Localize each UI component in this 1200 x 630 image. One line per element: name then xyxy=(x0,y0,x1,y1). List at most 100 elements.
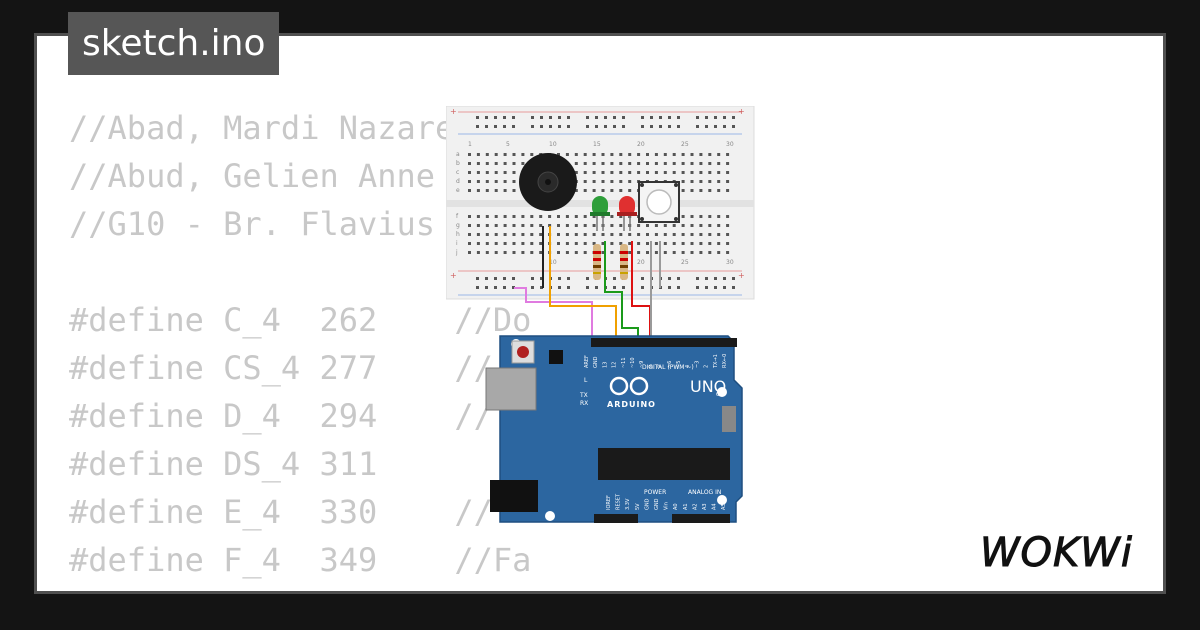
pushbutton-icon[interactable] xyxy=(638,181,680,223)
breadboard-hole xyxy=(565,224,569,227)
breadboard-hole xyxy=(468,233,471,236)
breadboard-hole xyxy=(512,116,515,119)
bb-row-label: j xyxy=(455,249,458,256)
code-editor[interactable]: //Abad, Mardi Nazare//Abud, Gelien Anne/… xyxy=(69,104,531,591)
pin-label: 5V xyxy=(635,503,641,510)
breadboard-hole xyxy=(586,125,589,128)
breadboard-hole xyxy=(699,162,703,165)
breadboard-hole xyxy=(558,286,561,289)
breadboard-hole xyxy=(708,180,712,183)
breadboard-hole xyxy=(494,153,498,156)
breadboard-hole xyxy=(574,242,578,245)
breadboard-hole xyxy=(583,189,587,192)
breadboard-hole xyxy=(672,251,676,254)
svg-text:+: + xyxy=(738,271,745,280)
breadboard-hole xyxy=(539,233,543,236)
breadboard-hole xyxy=(663,162,667,165)
breadboard-hole xyxy=(732,125,735,128)
breadboard-hole xyxy=(613,125,616,128)
breadboard-hole xyxy=(601,171,605,174)
breadboard-hole xyxy=(565,233,569,236)
led-green-icon[interactable] xyxy=(590,196,610,231)
breadboard-hole xyxy=(583,215,587,218)
breadboard-hole xyxy=(485,233,489,236)
breadboard-hole xyxy=(681,189,685,192)
breadboard-hole xyxy=(696,286,699,289)
breadboard-hole xyxy=(699,215,703,218)
breadboard-hole xyxy=(574,171,578,174)
pin-label: ~5 xyxy=(676,361,682,368)
breadboard-hole xyxy=(574,189,578,192)
breadboard-hole xyxy=(476,233,480,236)
breadboard-hole xyxy=(726,233,730,236)
code-line: #define FS_4 370 xyxy=(69,584,531,591)
pin-label: RESET xyxy=(616,493,622,510)
breadboard-hole xyxy=(494,224,498,227)
breadboard-hole xyxy=(503,153,507,156)
breadboard-hole xyxy=(485,125,488,128)
breadboard-hole xyxy=(503,116,506,119)
breadboard-hole xyxy=(468,180,471,183)
breadboard-hole xyxy=(732,116,735,119)
breadboard-hole xyxy=(681,180,685,183)
breadboard-hole xyxy=(723,125,726,128)
breadboard-hole xyxy=(531,125,534,128)
breadboard-hole xyxy=(619,153,623,156)
breadboard-hole xyxy=(637,242,641,245)
breadboard-hole xyxy=(681,162,685,165)
breadboard-hole xyxy=(468,189,471,192)
breadboard-hole xyxy=(717,180,721,183)
breadboard-hole xyxy=(708,215,712,218)
breadboard-hole xyxy=(604,116,607,119)
breadboard-hole xyxy=(592,224,596,227)
buzzer-icon[interactable] xyxy=(519,153,577,211)
breadboard-hole xyxy=(595,286,598,289)
svg-text:+: + xyxy=(450,107,457,116)
breadboard-hole xyxy=(494,277,497,280)
bb-row-label: d xyxy=(456,178,460,185)
microcontroller-chip xyxy=(598,448,730,480)
bb-row-label: a xyxy=(456,151,460,158)
breadboard-hole xyxy=(485,189,489,192)
file-tab[interactable]: sketch.ino xyxy=(68,12,280,75)
breadboard-hole xyxy=(539,251,543,254)
breadboard-hole xyxy=(659,116,662,119)
breadboard-hole xyxy=(726,242,730,245)
breadboard-hole xyxy=(530,224,534,227)
breadboard-hole xyxy=(512,180,516,183)
breadboard-hole xyxy=(717,189,721,192)
breadboard-hole xyxy=(654,153,658,156)
breadboard-hole xyxy=(567,286,570,289)
led-red-icon[interactable] xyxy=(617,196,637,231)
breadboard-hole xyxy=(681,251,685,254)
breadboard-hole xyxy=(714,116,717,119)
breadboard-hole xyxy=(690,162,694,165)
breadboard-hole xyxy=(586,277,589,280)
breadboard-hole xyxy=(705,286,708,289)
breadboard-hole xyxy=(726,189,730,192)
svg-text:+: + xyxy=(450,271,457,280)
breadboard-hole xyxy=(663,171,667,174)
breadboard-hole xyxy=(549,116,552,119)
pin-label: ~10 xyxy=(630,357,636,368)
breadboard-hole xyxy=(690,153,694,156)
breadboard-hole xyxy=(476,162,480,165)
breadboard-hole xyxy=(558,125,561,128)
breadboard-hole xyxy=(668,277,671,280)
breadboard-hole xyxy=(567,125,570,128)
breadboard-hole xyxy=(726,251,730,254)
breadboard-hole xyxy=(521,233,525,236)
breadboard-hole xyxy=(699,153,703,156)
bb-row-label: b xyxy=(456,160,460,167)
breadboard-hole xyxy=(708,162,712,165)
pin-label: ~6 xyxy=(667,361,673,368)
breadboard-hole xyxy=(485,116,488,119)
breadboard-hole xyxy=(699,242,703,245)
breadboard-hole xyxy=(690,233,694,236)
wokwi-logo-text: WOKWi xyxy=(980,530,1133,576)
breadboard-hole xyxy=(622,125,625,128)
breadboard-hole xyxy=(503,233,507,236)
breadboard-hole xyxy=(726,180,730,183)
resistor-icon xyxy=(620,244,628,280)
breadboard-hole xyxy=(681,171,685,174)
